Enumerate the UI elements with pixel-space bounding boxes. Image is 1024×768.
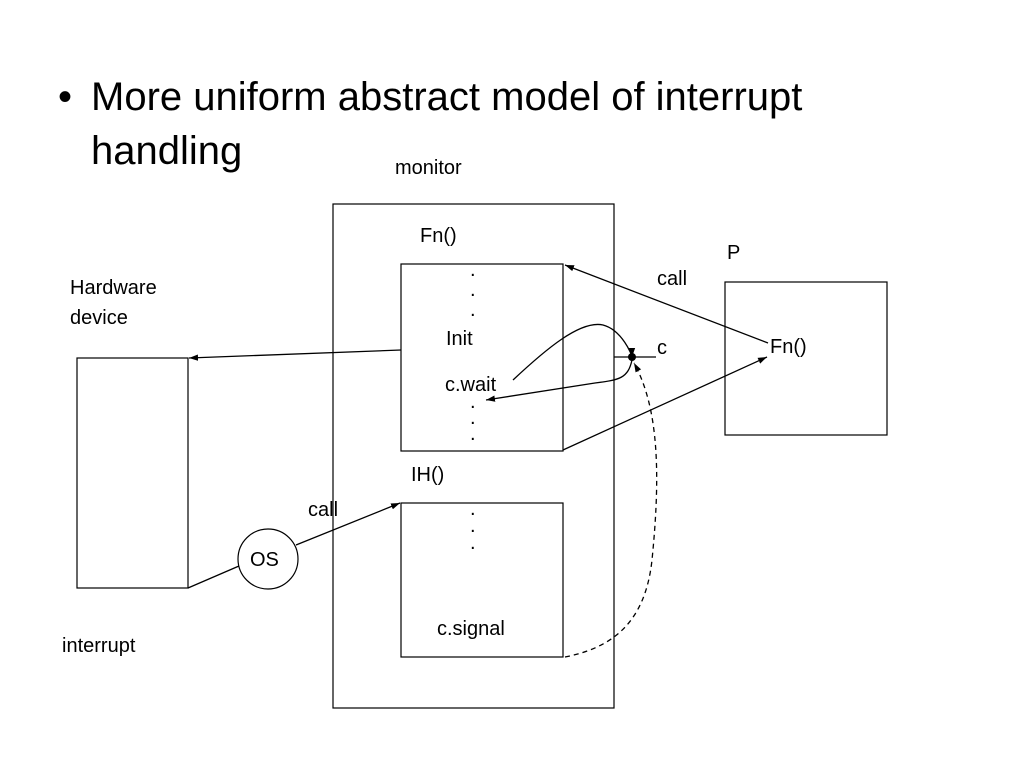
hardware-label-line1: Hardware [70,277,157,299]
hardware-label-line2: device [70,307,128,329]
ih-label: IH() [411,464,444,486]
wait-to-condition-arrow [512,323,636,381]
fn-box [400,263,564,452]
ih-dot-2: . [470,515,476,537]
fn-label: Fn() [420,225,457,247]
fn-dot-2: . [470,279,476,301]
fn-dot-5: . [470,407,476,429]
fn-dot-3: . [470,299,476,321]
bullet-text: More uniform abstract model of interrupt… [91,75,803,173]
fn-dot-4: . [470,391,476,413]
condition-to-wait-arrow [485,359,633,402]
init-to-hardware-arrow [188,349,402,361]
ih-dot-3: . [470,532,476,554]
wait-label: c.wait [445,374,497,396]
call-label-top: call [657,268,687,290]
p-label: P [727,242,740,264]
bullet-marker: • [58,75,73,119]
p-box [724,281,888,436]
monitor-box [332,203,615,709]
c-label: c [657,337,667,359]
signal-label: c.signal [437,618,505,640]
p-fn-label: Fn() [770,336,807,358]
signal-to-condition-arrow [564,362,658,658]
os-label: OS [250,549,279,571]
hardware-to-os-line [187,565,240,589]
hardware-device-box [76,357,189,589]
fn-dot-1: . [470,259,476,281]
call-arrow-to-fn [564,264,769,344]
os-call-arrow [295,502,401,546]
init-label: Init [446,328,473,350]
fn-dot-6: . [470,423,476,445]
monitor-label: monitor [395,157,462,179]
return-arrow-to-p [562,356,768,451]
ih-box [400,502,564,658]
interrupt-label: interrupt [62,635,136,657]
os-circle [237,528,299,590]
ih-dot-1: . [470,498,476,520]
call-label-os: call [308,499,338,521]
